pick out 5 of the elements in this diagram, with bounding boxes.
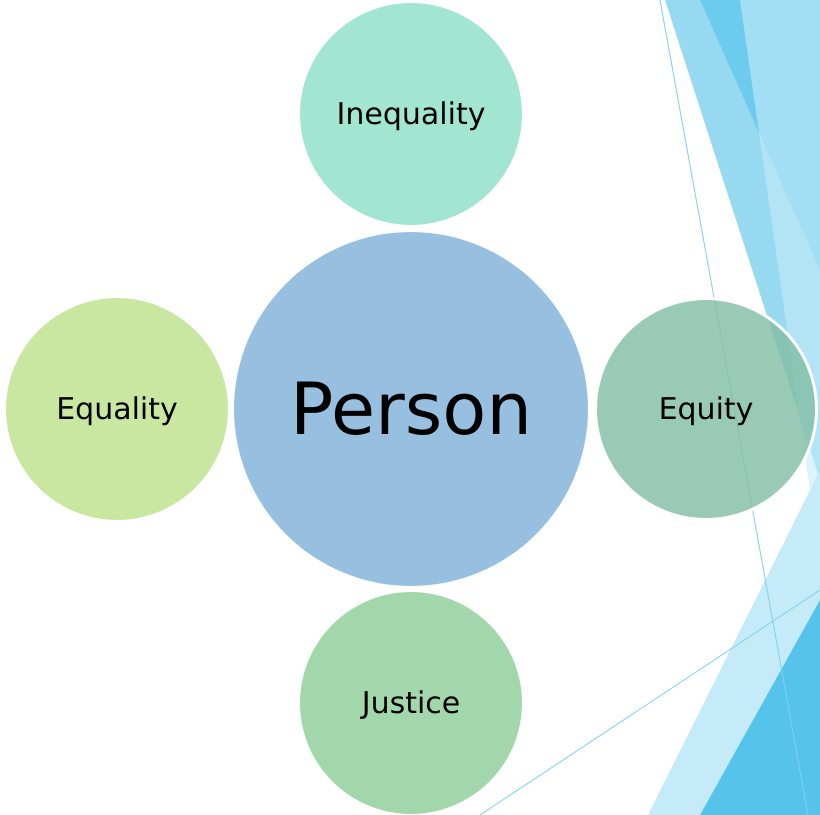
node-label: Equity: [658, 392, 754, 426]
node-label: Justice: [362, 686, 460, 720]
node-label: Person: [290, 367, 532, 451]
node-label: Equality: [56, 392, 178, 426]
node-label: Inequality: [336, 96, 486, 132]
